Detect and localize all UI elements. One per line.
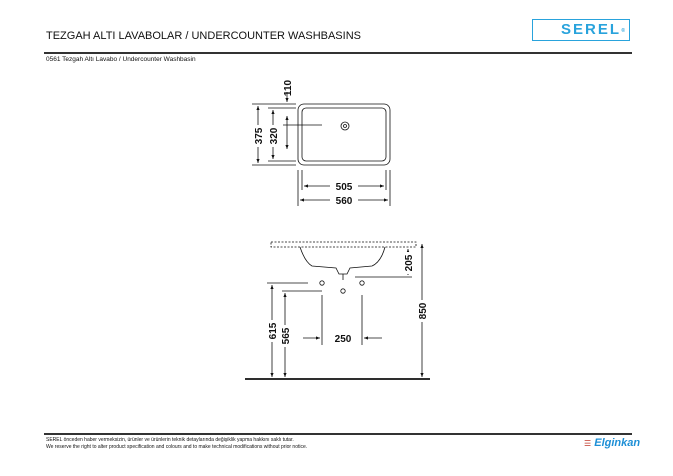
dim-375: 375 xyxy=(254,127,265,144)
valve-icon xyxy=(319,280,365,294)
serel-logo: SEREL® xyxy=(532,19,630,41)
basin-profile xyxy=(299,246,386,275)
dim-560: 560 xyxy=(336,196,353,207)
elginkan-mark-icon: ☰ xyxy=(584,439,592,448)
footer-divider xyxy=(44,433,632,435)
dim-250: 250 xyxy=(335,334,352,345)
dim-110: 110 xyxy=(283,79,294,96)
page-title: TEZGAH ALTI LAVABOLAR / UNDERCOUNTER WAS… xyxy=(46,30,361,42)
basin-outline-outer xyxy=(297,103,391,166)
brand-mark: ® xyxy=(621,28,627,34)
product-subtitle: 0561 Tezgah Altı Lavabo / Undercounter W… xyxy=(46,56,196,63)
basin-outline-inner xyxy=(301,107,387,162)
dim-505: 505 xyxy=(336,182,353,193)
dim-615: 615 xyxy=(268,322,279,339)
dim-850: 850 xyxy=(418,302,429,319)
disclaimer: SEREL önceden haber vermeksizin, ürünler… xyxy=(46,437,307,451)
drain-icon xyxy=(340,121,350,131)
brand-name: SEREL xyxy=(560,21,621,38)
partner-name: Elginkan xyxy=(594,437,641,449)
header-divider xyxy=(44,52,632,54)
dim-205: 205 xyxy=(404,254,415,271)
top-view: 505 560 375 320 110 xyxy=(252,79,391,207)
dim-320: 320 xyxy=(269,127,280,144)
disclaimer-en: We reserve the right to alter product sp… xyxy=(46,444,308,450)
dim-565: 565 xyxy=(281,327,292,344)
side-view: 250 205 850 615 565 xyxy=(245,241,430,380)
countertop xyxy=(270,241,417,248)
disclaimer-tr: SEREL önceden haber vermeksizin, ürünler… xyxy=(46,437,294,443)
elginkan-logo: ☰ Elginkan xyxy=(584,437,640,449)
